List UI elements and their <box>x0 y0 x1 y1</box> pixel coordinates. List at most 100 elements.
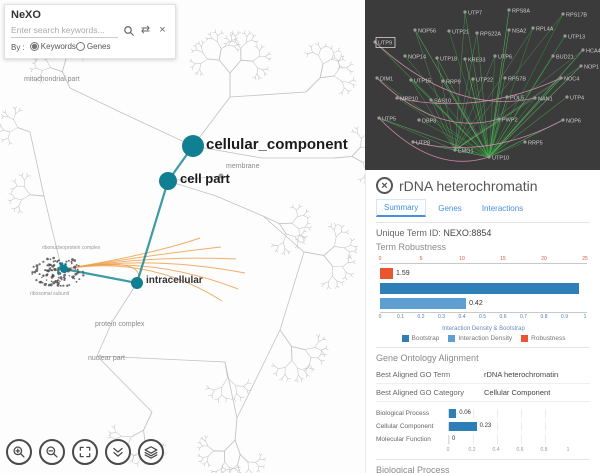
gene-node-dot[interactable] <box>463 10 467 14</box>
tree-label-cell-part[interactable]: cell part <box>180 171 230 186</box>
gene-node-dot[interactable] <box>441 79 445 83</box>
gene-label-pwp2[interactable]: PWP2 <box>502 118 518 124</box>
gene-label-hca4[interactable]: HCA4 <box>586 49 600 55</box>
gene-label-rrp5[interactable]: RRP5 <box>528 141 543 147</box>
gene-label-bud21[interactable]: BUD21 <box>556 55 574 61</box>
gene-node-dot[interactable] <box>487 155 491 159</box>
tree-label-ribosomal-subunit[interactable]: ribosomal subunit <box>30 291 70 297</box>
gene-label-nop6[interactable]: NOP6 <box>566 119 581 125</box>
gene-node-dot[interactable] <box>395 96 399 100</box>
gene-label-emg1[interactable]: EMG1 <box>458 149 474 155</box>
tab-genes[interactable]: Genes <box>430 199 470 217</box>
gene-node-dot[interactable] <box>561 12 565 16</box>
zoom-in-button[interactable] <box>6 439 32 465</box>
layers-button[interactable] <box>138 439 164 465</box>
gene-node-dot[interactable] <box>507 8 511 12</box>
gene-label-utp4[interactable]: UTP4 <box>570 96 584 102</box>
radio-genes[interactable] <box>75 42 85 51</box>
gene-label-nan1[interactable]: NAN1 <box>538 97 553 103</box>
radio-keywords[interactable] <box>29 42 39 51</box>
gene-label-rps17b[interactable]: RPS17B <box>566 13 587 19</box>
gene-label-utp18[interactable]: UTP18 <box>440 57 457 63</box>
gene-node-dot[interactable] <box>413 28 417 32</box>
tree-label-mitochondrial-part[interactable]: mitochondrial part <box>24 76 80 83</box>
gene-node-dot[interactable] <box>435 56 439 60</box>
tree-label-intracellular[interactable]: intracellular <box>146 275 203 286</box>
term-node[interactable] <box>182 135 204 157</box>
gene-node-dot[interactable] <box>533 96 537 100</box>
gene-label-utp5[interactable]: UTP5 <box>382 117 396 123</box>
gene-node-dot[interactable] <box>409 78 413 82</box>
zoom-out-button[interactable] <box>39 439 65 465</box>
tab-interactions[interactable]: Interactions <box>474 199 531 217</box>
gene-node-dot[interactable] <box>475 31 479 35</box>
gene-node-dot[interactable] <box>429 98 433 102</box>
gene-label-utp7[interactable]: UTP7 <box>468 11 482 17</box>
gene-node-dot[interactable] <box>581 48 585 52</box>
gene-node-dot[interactable] <box>559 76 563 80</box>
clear-search-icon[interactable]: × <box>159 24 166 36</box>
gene-label-utp15[interactable]: UTP15 <box>414 79 431 85</box>
gene-label-nop56[interactable]: NOP56 <box>418 29 436 35</box>
expand-all-button[interactable] <box>105 439 131 465</box>
gene-node-dot[interactable] <box>551 54 555 58</box>
search-mode-keywords[interactable]: Keywords <box>29 42 76 51</box>
gene-node-dot[interactable] <box>565 95 569 99</box>
tree-label-ribonucleoprotein-complex[interactable]: ribonucleoprotein complex <box>42 245 101 251</box>
gene-node-dot[interactable] <box>503 76 507 80</box>
gene-node-dot[interactable] <box>403 54 407 58</box>
gene-node-dot[interactable] <box>579 64 583 68</box>
search-mode-genes[interactable]: Genes <box>75 42 110 51</box>
search-icon[interactable] <box>122 24 135 37</box>
gene-label-utp6[interactable]: UTP6 <box>498 55 512 61</box>
gene-label-rps7b[interactable]: RPS7B <box>508 77 526 83</box>
gene-label-utp9[interactable]: UTP9 <box>378 41 392 47</box>
gene-node-dot[interactable] <box>497 117 501 121</box>
tab-summary[interactable]: Summary <box>376 199 427 217</box>
gene-node-dot[interactable] <box>377 116 381 120</box>
gene-label-utp21[interactable]: UTP21 <box>452 30 469 36</box>
gene-label-dbp8[interactable]: DBP8 <box>422 119 436 125</box>
gene-label-rrp9[interactable]: RRP9 <box>446 80 461 86</box>
gene-label-sas10[interactable]: SAS10 <box>434 99 451 105</box>
tree-label-protein-complex[interactable]: protein complex <box>95 321 145 328</box>
gene-label-utp10[interactable]: UTP10 <box>492 156 509 162</box>
gene-label-utp13[interactable]: UTP13 <box>568 35 585 41</box>
gene-node-dot[interactable] <box>563 34 567 38</box>
search-input[interactable] <box>11 23 118 38</box>
gene-label-noc4[interactable]: NOC4 <box>564 77 579 83</box>
gene-label-kre33[interactable]: KRE33 <box>468 58 485 64</box>
gene-label-nsa2[interactable]: NSA2 <box>512 29 526 35</box>
gene-label-rpl4a[interactable]: RPL4A <box>536 27 554 33</box>
gene-label-rps22a[interactable]: RPS22A <box>480 32 501 38</box>
term-node[interactable] <box>131 277 143 289</box>
gene-node-dot[interactable] <box>463 57 467 61</box>
ontology-tree-canvas[interactable] <box>0 0 365 473</box>
gene-label-nop14[interactable]: NOP14 <box>408 55 426 61</box>
term-node[interactable] <box>60 265 68 273</box>
gene-label-pol5[interactable]: POL5 <box>510 96 524 102</box>
term-node[interactable] <box>159 172 177 190</box>
gene-node-dot[interactable] <box>561 118 565 122</box>
term-node[interactable] <box>218 173 224 179</box>
gene-node-dot[interactable] <box>417 118 421 122</box>
gene-label-mpp10[interactable]: MPP10 <box>400 97 418 103</box>
gene-node-dot[interactable] <box>453 148 457 152</box>
gene-label-dim1[interactable]: DIM1 <box>380 77 393 83</box>
gene-label-rps8a[interactable]: RPS8A <box>512 9 530 15</box>
tree-label-cellular-component[interactable]: cellular_component <box>206 136 348 153</box>
gene-node-dot[interactable] <box>471 77 475 81</box>
reset-search-icon[interactable]: ⇄ <box>140 24 151 36</box>
gene-label-utp8[interactable]: UTP8 <box>416 141 430 147</box>
tree-label-nuclear-part[interactable]: nuclear part <box>88 355 125 362</box>
gene-node-dot[interactable] <box>493 54 497 58</box>
gene-node-dot[interactable] <box>505 95 509 99</box>
gene-node-dot[interactable] <box>375 76 379 80</box>
gene-node-dot[interactable] <box>507 28 511 32</box>
gene-label-nop1[interactable]: NOP1 <box>584 65 599 71</box>
gene-node-dot[interactable] <box>411 140 415 144</box>
gene-label-utp22[interactable]: UTP22 <box>476 78 493 84</box>
